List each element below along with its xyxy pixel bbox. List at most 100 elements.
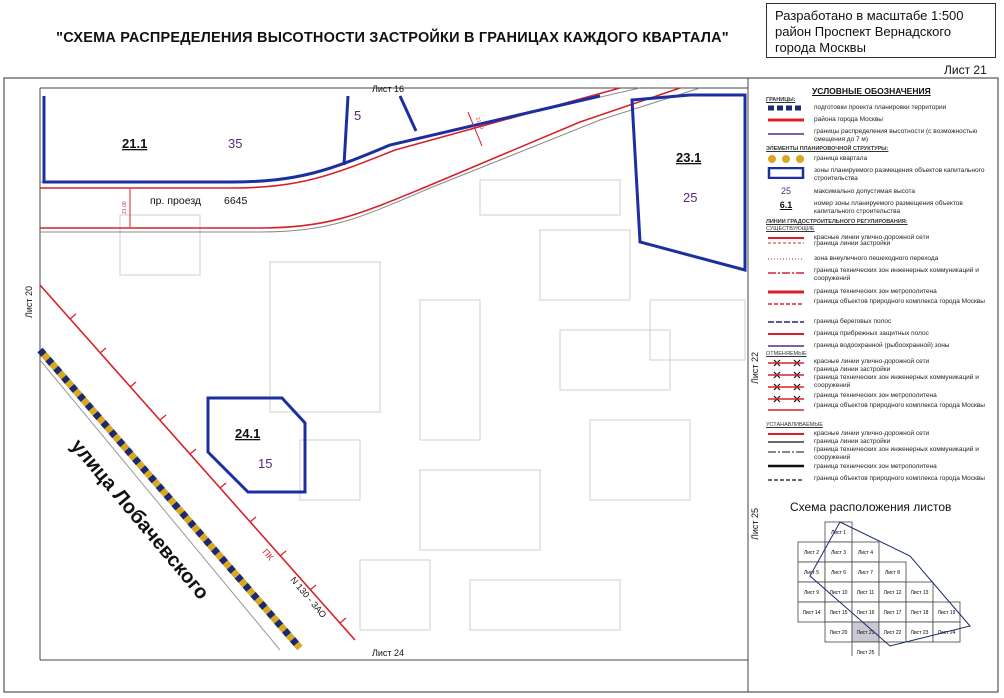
zone-height-label: 25 (683, 190, 697, 205)
bg-building (299, 439, 361, 501)
legend-symbol-cancelled (768, 359, 804, 411)
bg-building (359, 559, 431, 631)
zone-id-label: 21.1 (122, 136, 147, 151)
sheet-scheme-label: Лист 25 (857, 650, 875, 656)
legend-label: красные линии улично-дорожной сети (814, 358, 930, 365)
zone-21-1-boundary (42, 94, 601, 184)
sheet-scheme-label: Лист 12 (884, 590, 902, 596)
road-edge-bottom (40, 87, 701, 233)
legend-label: границы распределения высотности (с возм… (814, 128, 978, 143)
legend-group-heading: ГРАНИЦЫ: (766, 97, 796, 103)
sheet-scheme-label: Лист 24 (938, 630, 956, 636)
sheet-scheme-label: Лист 16 (857, 610, 875, 616)
legend-label: граница береговых полос (814, 318, 892, 325)
legend-label: граница объектов природного комплекса го… (814, 475, 985, 482)
legend-item: зоны планируемого размещения объектов ка… (760, 167, 996, 182)
legend-item: 6.1 номер зоны планируемого размещения о… (760, 200, 996, 215)
legend-item: подготовки проекта планировки территории (760, 102, 996, 114)
street-edge (39, 359, 281, 651)
legend-group-heading: ЛИНИИ ГРАДОСТРОИТЕЛЬНОГО РЕГУЛИРОВАНИЯ: (766, 219, 908, 225)
legend-label: граница квартала (814, 155, 868, 162)
legend-symbol (768, 155, 804, 163)
legend-subgroup: СУЩЕСТВУЮЩИЕ (766, 226, 815, 232)
pk-number-label: N 130 - ЗАО (288, 575, 328, 620)
legend-item: красные линии улично-дорожной сети грани… (760, 358, 996, 414)
scale-info-box: Разработано в масштабе 1:500 район Просп… (766, 3, 996, 58)
legend-height-sample: 25 (780, 186, 791, 196)
sheet-scheme-label: Лист 23 (911, 630, 929, 636)
legend-label: района города Москвы (814, 116, 883, 123)
sheet-scheme-label: Лист 14 (803, 610, 821, 616)
zone-height-label: 15 (258, 456, 272, 471)
legend-symbol (768, 133, 804, 135)
legend-symbol (768, 118, 804, 122)
sheet-scheme-label: Лист 21 (857, 630, 875, 636)
legend-label: номер зоны планируемого размещения объек… (814, 200, 963, 215)
bg-building (419, 299, 481, 441)
legend-item: граница квартала (760, 153, 996, 165)
zone-24-1-boundary (206, 396, 307, 494)
legend-item: граница береговых полос (760, 316, 996, 328)
legend-symbol (768, 345, 804, 347)
scale-line: Разработано в масштабе 1:500 (775, 8, 964, 23)
bg-building (539, 229, 631, 301)
legend-label: граница объектов природного комплекса го… (814, 402, 985, 409)
sheet-scheme-label: Лист 15 (830, 610, 848, 616)
zone-divider (342, 95, 350, 166)
legend-label: максимально допустимая высота (814, 188, 915, 195)
legend-subgroup: ОТМЕНЯЕМЫЕ (766, 351, 807, 357)
legend: УСЛОВНЫЕ ОБОЗНАЧЕНИЯ ГРАНИЦЫ: подготовки… (760, 78, 1000, 498)
legend-label: граница линии застройки (814, 366, 891, 373)
bg-building (479, 179, 621, 216)
sheet-label-left: Лист 20 (24, 286, 34, 318)
sheet-scheme-cell (851, 641, 880, 656)
bg-building (419, 469, 541, 551)
sheet-scheme-label: Лист 9 (804, 590, 819, 596)
legend-title: УСЛОВНЫЕ ОБОЗНАЧЕНИЯ (812, 86, 931, 96)
legend-label: граница технических зон инженерных комму… (814, 446, 979, 461)
legend-label: подготовки проекта планировки территории (814, 104, 947, 111)
sheet-scheme-outline (809, 521, 971, 647)
legend-label: граница технических зон метрополитена (814, 392, 937, 399)
legend-label: граница технических зон инженерных комму… (814, 267, 979, 282)
sheet-label-right: Лист 25 (750, 508, 760, 540)
passage-label: пр. проезд (150, 195, 201, 207)
sheet-scheme-label: Лист 13 (911, 590, 929, 596)
bg-building (649, 299, 746, 361)
legend-item: границы распределения высотности (с возм… (760, 128, 996, 143)
legend-subgroup: УСТАНАВЛИВАЕМЫЕ (766, 422, 823, 428)
legend-item: граница прибрежных защитных полос (760, 328, 996, 340)
sheet-scheme-label: Лист 19 (938, 610, 956, 616)
legend-group-heading: ЭЛЕМЕНТЫ ПЛАНИРОВОЧНОЙ СТРУКТУРЫ: (766, 146, 889, 152)
legend-symbol (768, 303, 804, 305)
legend-symbol-established (768, 433, 804, 481)
legend-label: красные линии улично-дорожной сети (814, 430, 930, 437)
legend-symbol (768, 333, 804, 335)
bg-building (269, 261, 381, 413)
sheet-scheme-label: Лист 17 (884, 610, 902, 616)
legend-symbol (768, 258, 804, 260)
legend-label: граница прибрежных защитных полос (814, 330, 929, 337)
legend-item: граница технических зон инженерных комму… (760, 267, 996, 282)
sheet-scheme-label: Лист 4 (858, 550, 873, 556)
legend-label: граница объектов природного комплекса го… (814, 298, 985, 305)
legend-label: зона внеуличного пешеходного перехода (814, 255, 939, 262)
zone-height-label: 5 (354, 108, 361, 123)
zone-23-1-boundary (630, 93, 747, 272)
sheet-scheme-label: Лист 6 (831, 570, 846, 576)
legend-label: граница технических зон метрополитена (814, 288, 937, 295)
quarter-boundary-navy (37, 347, 303, 651)
sheet-label-right: Лист 22 (750, 352, 760, 384)
sheet-label-bottom: Лист 24 (372, 648, 404, 658)
bg-building (589, 419, 691, 501)
sheet-scheme-label: Лист 1 (831, 530, 846, 536)
legend-item: граница объектов природного комплекса го… (760, 298, 996, 310)
zone-id-label: 23.1 (676, 150, 701, 165)
legend-zone-sample: 6.1 (779, 200, 793, 210)
legend-item: граница технических зон метрополитена (760, 286, 996, 298)
dimension-label: 21.00 (474, 116, 484, 130)
sheet-number: Лист 21 (944, 63, 987, 77)
city-line: города Москвы (775, 40, 866, 55)
zone-height-label: 35 (228, 136, 242, 151)
